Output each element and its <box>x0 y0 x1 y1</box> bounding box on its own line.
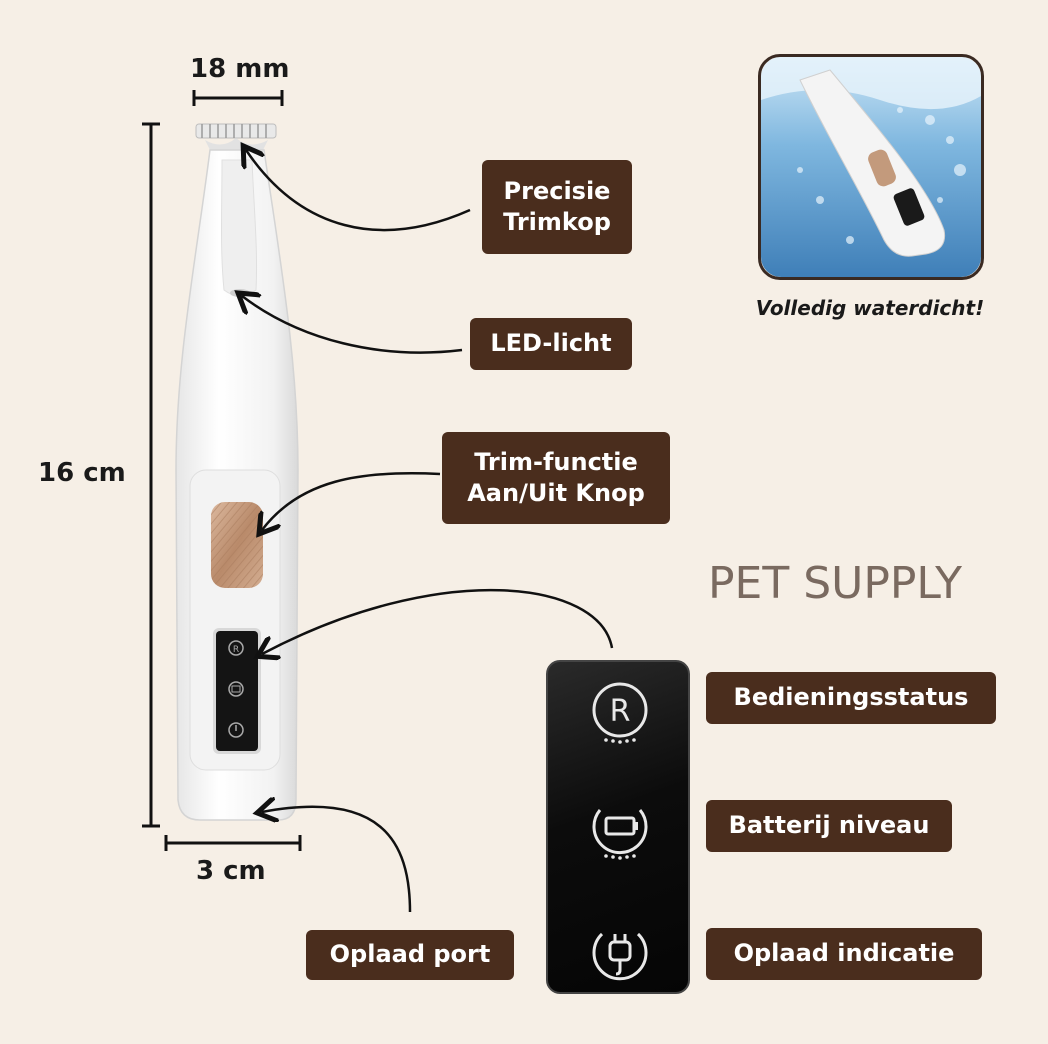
trim-button-line-2: Aan/Uit Knop <box>467 479 645 507</box>
charging-tag: Oplaad indicatie <box>706 928 982 980</box>
waterproof-photo <box>761 57 981 277</box>
control-panel-closeup: R <box>546 660 690 994</box>
led-tag: LED-licht <box>470 318 632 370</box>
height-dimension-line <box>142 122 160 828</box>
battery-icon <box>592 809 648 860</box>
width-dimension-line <box>192 90 284 106</box>
brand-name: PET SUPPLY <box>708 558 962 609</box>
waterproof-photo-frame <box>758 54 984 280</box>
charge-port-label: Oplaad port <box>329 940 491 969</box>
charge-port-tag: Oplaad port <box>306 930 514 980</box>
svg-text:R: R <box>233 645 239 655</box>
trimkop-line-1: Precisie <box>503 176 611 205</box>
r-status-icon: R <box>592 682 648 744</box>
status-tag: Bedieningsstatus <box>706 672 996 724</box>
trim-button-tag: Trim-functie Aan/Uit Knop <box>442 432 670 524</box>
trimkop-tag: Precisie Trimkop <box>482 160 632 254</box>
waterproof-caption: Volledig waterdicht! <box>755 296 985 320</box>
plug-icon <box>592 932 648 981</box>
base-label: 3 cm <box>196 856 266 886</box>
trim-button-line-1: Trim-functie <box>474 447 638 476</box>
trimmer-body: R <box>175 123 299 821</box>
battery-label: Batterij niveau <box>728 811 930 840</box>
height-label: 16 cm <box>38 458 126 488</box>
charging-label: Oplaad indicatie <box>733 939 955 968</box>
base-dimension-line <box>164 835 302 851</box>
trimkop-line-2: Trimkop <box>503 208 611 236</box>
width-label: 18 mm <box>190 54 290 84</box>
led-label: LED-licht <box>490 329 612 358</box>
status-label: Bedieningsstatus <box>733 683 969 712</box>
svg-text:R: R <box>610 694 631 729</box>
callout-arrows <box>242 150 614 913</box>
battery-tag: Batterij niveau <box>706 800 952 852</box>
